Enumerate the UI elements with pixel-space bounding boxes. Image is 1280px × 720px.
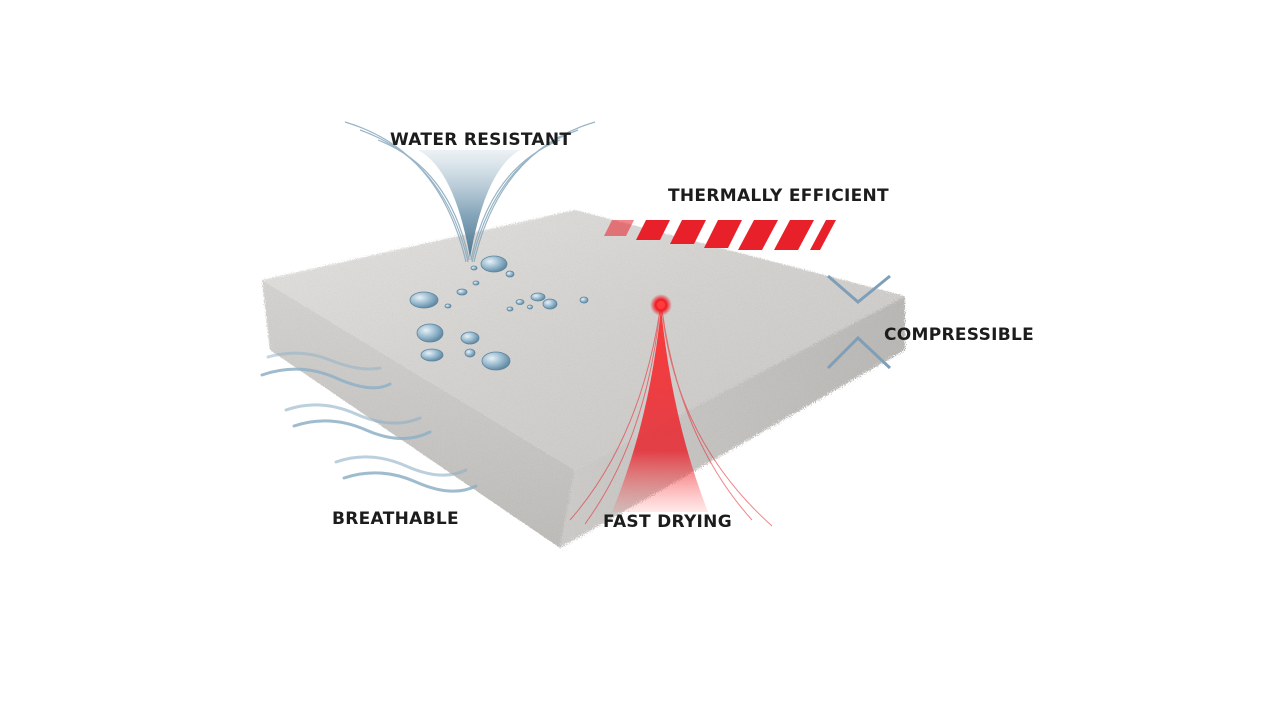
- label-breathable: BREATHABLE: [332, 509, 459, 529]
- water-funnel-icon: [344, 121, 596, 263]
- water-droplets-icon: [409, 255, 589, 371]
- compress-arrows-icon: [826, 274, 892, 370]
- air-waves-icon: [260, 351, 478, 493]
- label-fast-drying: FAST DRYING: [603, 512, 732, 532]
- heat-stripes-icon: [604, 220, 836, 250]
- label-compressible: COMPRESSIBLE: [884, 325, 1035, 345]
- insulation-pad: [262, 210, 905, 548]
- heat-cone-icon: [569, 294, 773, 527]
- label-water-resistant: WATER RESISTANT: [390, 130, 572, 150]
- label-thermally-efficient: THERMALLY EFFICIENT: [668, 186, 889, 206]
